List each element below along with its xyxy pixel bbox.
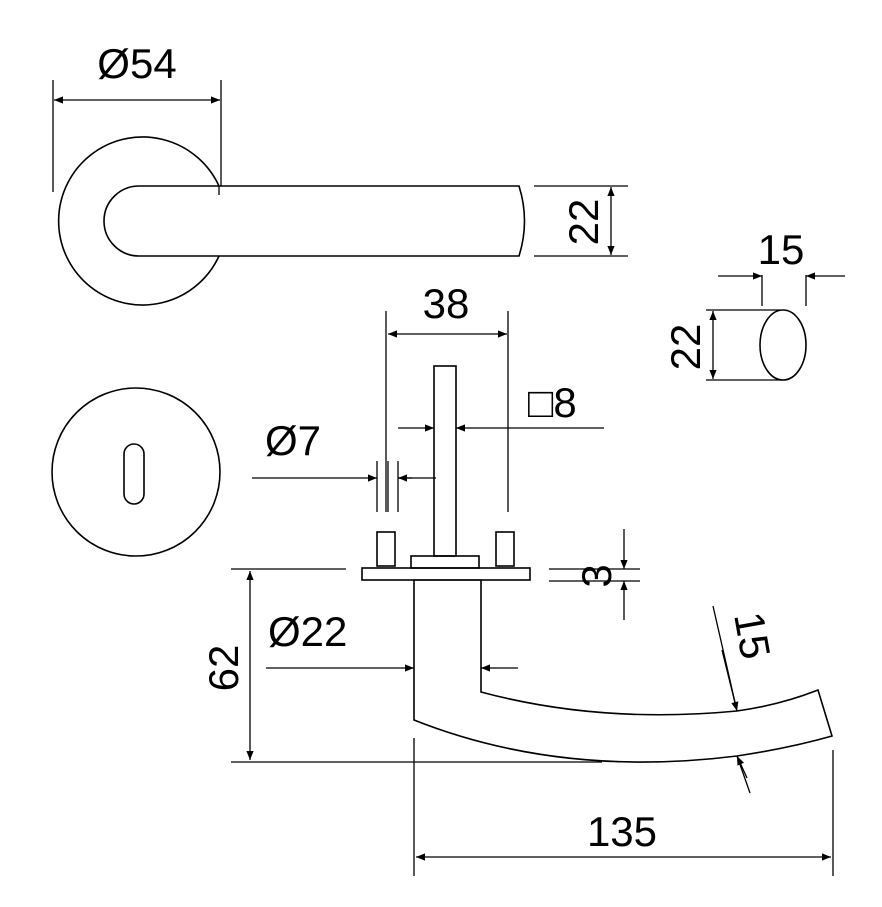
washer (410, 555, 480, 569)
rose-outline (57, 136, 220, 306)
dim-spindle-square-label: □8 (528, 379, 577, 426)
lever-side-view: Ø22 62 15 135 (200, 568, 834, 876)
dim-rose-diameter: Ø54 (52, 40, 222, 192)
dim-lever-length-label: 135 (587, 808, 657, 855)
keyhole-escutcheon (51, 387, 221, 557)
dim-screw-diameter-label: Ø7 (265, 417, 321, 464)
lever-outline-top (103, 185, 526, 257)
dim-plate-thickness-label: 3 (573, 564, 620, 587)
escutcheon-circle (51, 387, 221, 557)
keyhole (123, 443, 145, 505)
dim-lever-thickness: 22 (534, 185, 628, 257)
dim-lever-thickness-label: 22 (560, 199, 607, 246)
oval-section (759, 309, 807, 381)
screw-post-right (495, 531, 515, 567)
dim-spindle-span-label: 38 (423, 280, 470, 327)
dim-lever-tip-thickness-label: 15 (725, 608, 779, 662)
dim-oval-height-label: 22 (662, 324, 709, 371)
dim-neck-diameter-label: Ø22 (268, 608, 347, 655)
screw-post-left (376, 531, 396, 567)
spindle-assembly: 38 □8 Ø7 3 (252, 280, 640, 620)
lever-top-view (57, 136, 526, 306)
spindle (433, 365, 457, 557)
dim-lever-height-label: 62 (200, 645, 247, 692)
dim-oval-width-label: 15 (758, 226, 805, 273)
lever-side-outline (413, 580, 834, 763)
lever-cross-section: 15 22 (662, 226, 845, 381)
base-plate (361, 567, 531, 581)
dim-rose-diameter-label: Ø54 (97, 40, 176, 87)
